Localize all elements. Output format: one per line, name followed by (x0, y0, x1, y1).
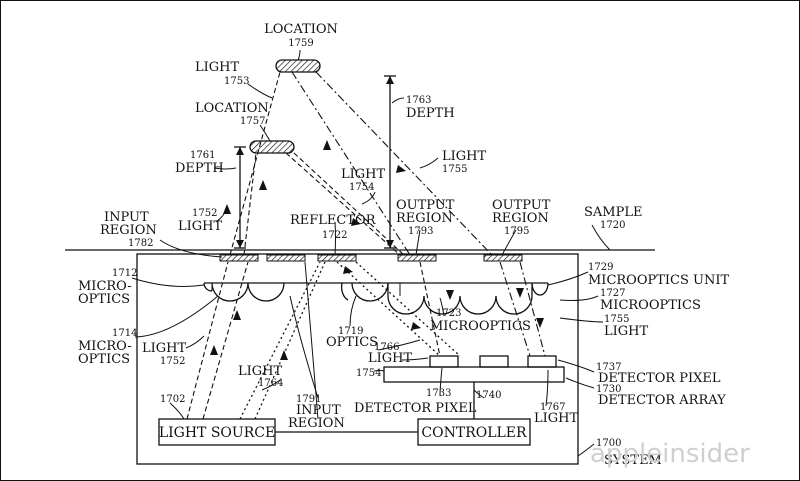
label-micro-optics-1714-line2: OPTICS (78, 352, 130, 367)
light-source-label: LIGHT SOURCE (159, 425, 275, 441)
num-1714: 1714 (112, 328, 137, 339)
num-1720: 1720 (600, 220, 625, 231)
num-1727: 1727 (600, 288, 625, 299)
num-1766: 1766 (374, 342, 399, 353)
num-1753: 1753 (224, 76, 249, 87)
num-1733: 1733 (426, 388, 451, 399)
num-1712: 1712 (112, 268, 137, 279)
num-1722: 1722 (322, 230, 347, 241)
label-output-region-1795-line2: REGION (492, 211, 549, 226)
detector-array (383, 366, 565, 383)
output-region-1793 (397, 254, 437, 262)
label-location-1759: LOCATION (264, 22, 338, 37)
num-1764: 1764 (258, 378, 283, 389)
detector-pixel-1737 (527, 355, 557, 368)
microoptics-unit (203, 282, 549, 315)
label-input-region-1791-line2: REGION (288, 416, 345, 431)
reflector-segment (266, 254, 306, 262)
output-region-1795 (483, 254, 523, 262)
location-1759 (275, 59, 321, 73)
label-light-1752-top: LIGHT (178, 219, 222, 234)
label-light-1766: LIGHT (368, 351, 412, 366)
num-1763: 1763 (406, 95, 431, 106)
num-1761: 1761 (190, 150, 215, 161)
label-micro-optics-1712-line2: OPTICS (78, 292, 130, 307)
label-light-1755-top: LIGHT (442, 149, 486, 164)
label-depth-1761: DEPTH (175, 161, 224, 176)
detector-pixel (479, 355, 509, 368)
label-light-1764: LIGHT (238, 364, 282, 379)
label-light-1767: LIGHT (534, 411, 578, 426)
label-light-1754: LIGHT (341, 167, 385, 182)
label-system: SYSTEM (604, 453, 662, 468)
num-1719: 1719 (338, 326, 363, 337)
detector-pixel-1733 (429, 355, 459, 368)
num-1740: 1740 (476, 390, 501, 401)
label-depth-1763: DEPTH (406, 106, 455, 121)
appleinsider-watermark: appleinsider (590, 439, 750, 469)
label-output-region-1793-line1: OUTPUT (396, 198, 455, 213)
label-light-1752-bottom: LIGHT (142, 341, 186, 356)
location-1757 (249, 140, 295, 154)
label-sample: SAMPLE (584, 205, 642, 220)
label-microoptics-1723: MICROOPTICS (430, 319, 531, 334)
num-1767: 1767 (540, 402, 565, 413)
depth-1761-marker (234, 146, 246, 249)
num-1752-bottom: 1752 (160, 356, 185, 367)
label-light-1753: LIGHT (195, 60, 239, 75)
leader-lines (131, 49, 611, 457)
num-1755-top: 1755 (442, 164, 467, 175)
label-reflector: REFLECTOR (290, 213, 377, 228)
label-light-1755-bottom: LIGHT (604, 324, 648, 339)
label-micro-optics-1714-line1: MICRO- (78, 339, 132, 354)
label-output-region-1793-line2: REGION (396, 211, 453, 226)
label-input-region-1782-line2: REGION (100, 223, 157, 238)
num-1702: 1702 (160, 394, 185, 405)
depth-1763-marker (384, 75, 396, 249)
num-1754: 1754 (349, 182, 374, 193)
light-paths (186, 71, 546, 420)
label-optics: OPTICS (326, 335, 378, 350)
num-1752-top: 1752 (192, 208, 217, 219)
num-1737: 1737 (596, 362, 621, 373)
num-1791: 1791 (296, 394, 321, 405)
label-detector-array: DETECTOR ARRAY (598, 393, 726, 408)
label-input-region-1782-line1: INPUT (104, 210, 149, 225)
label-input-region-1791-line1: INPUT (296, 403, 341, 418)
label-micro-optics-1712-line1: MICRO- (78, 279, 132, 294)
num-1723: 1723 (436, 308, 461, 319)
label-detector-pixel-1737: DETECTOR PIXEL (598, 371, 721, 386)
label-microoptics-1727: MICROOPTICS (600, 298, 701, 313)
num-1793: 1793 (408, 226, 433, 237)
num-1730: 1730 (596, 384, 621, 395)
num-1700: 1700 (596, 438, 621, 449)
num-1782: 1782 (128, 238, 153, 249)
num-1755-bottom: 1755 (604, 314, 629, 325)
num-1729: 1729 (588, 262, 613, 273)
controller-label: CONTROLLER (421, 425, 527, 441)
direction-arrows (210, 140, 544, 360)
label-output-region-1795-line1: OUTPUT (492, 198, 551, 213)
label-microoptics-unit: MICROOPTICS UNIT (588, 273, 730, 288)
num-1754-bottom: 1754 (356, 368, 381, 379)
num-1759: 1759 (288, 38, 313, 49)
reflector-1722 (317, 254, 357, 262)
system-housing (136, 253, 579, 465)
label-detector-pixel-1733: DETECTOR PIXEL (354, 401, 477, 416)
label-location-1757: LOCATION (195, 101, 269, 116)
num-1757: 1757 (240, 116, 265, 127)
input-region-1782 (219, 254, 259, 262)
num-1795: 1795 (504, 226, 529, 237)
